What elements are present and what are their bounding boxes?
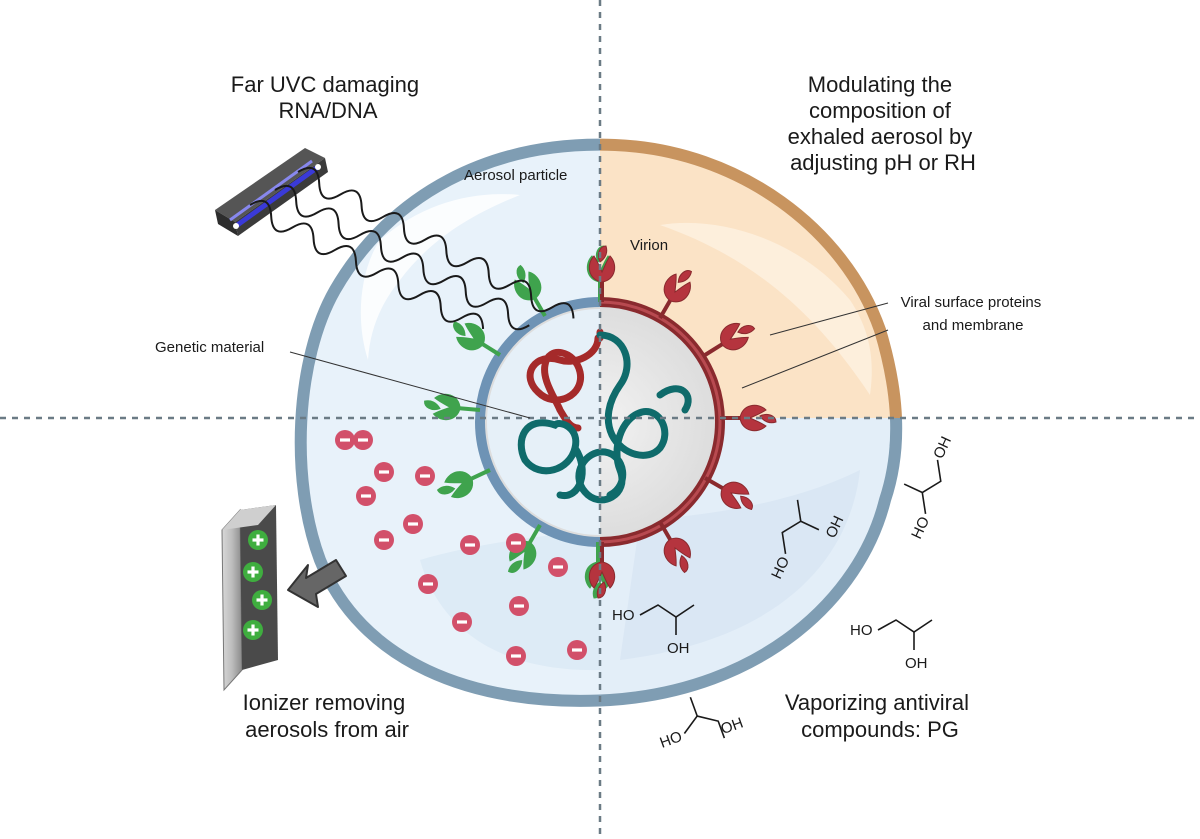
negative-ion-icon [374,462,394,482]
negative-ion-icon [460,535,480,555]
negative-ion-icon [356,486,376,506]
negative-ion-icon [567,640,587,660]
negative-ions [335,430,587,666]
propylene-glycol-molecule-icon: HO OH [612,604,695,657]
negative-ion-icon [509,596,529,616]
svg-text:HO: HO [658,728,685,752]
title-bottom-right: Vaporizing antiviral compounds: PG [785,690,975,742]
negative-ion-icon [403,514,423,534]
positive-ion-icon [243,620,263,640]
positive-ions [243,530,272,640]
svg-text:HO: HO [612,607,635,624]
ionizer-icon [221,505,278,692]
svg-text:HO: HO [908,514,933,542]
positive-ion-icon [243,562,263,582]
title-top-right: Modulating the composition of exhaled ae… [788,72,979,175]
leader-lines [289,302,889,419]
uv-waves [249,166,575,331]
svg-text:OH: OH [719,714,746,738]
positive-ion-icon [248,530,268,550]
title-bottom-left: Ionizer removing aerosols from air [243,690,412,742]
svg-text:OH: OH [930,434,955,462]
negative-ion-icon [506,646,526,666]
negative-ion-icon [418,574,438,594]
label-virion: Virion [630,237,668,254]
label-aerosol-particle: Aerosol particle [464,167,567,184]
title-top-left: Far UVC damaging RNA/DNA [231,72,425,123]
negative-ion-icon [415,466,435,486]
negative-ion-icon [452,612,472,632]
svg-text:OH: OH [667,640,690,657]
svg-text:OH: OH [905,655,928,672]
propylene-glycol-molecule-icon: HO OH [658,696,746,752]
negative-ion-icon [335,430,355,450]
negative-ion-icon [548,557,568,577]
negative-ion-icon [374,530,394,550]
negative-ion-icon [353,430,373,450]
arrow-left-icon [287,559,347,608]
negative-ion-icon [506,533,526,553]
label-surface-proteins: Viral surface proteins and membrane [901,294,1046,334]
svg-text:HO: HO [850,622,873,639]
propylene-glycol-molecule-icon: HO OH [850,619,933,672]
label-genetic-material: Genetic material [155,339,264,356]
positive-ion-icon [252,590,272,610]
